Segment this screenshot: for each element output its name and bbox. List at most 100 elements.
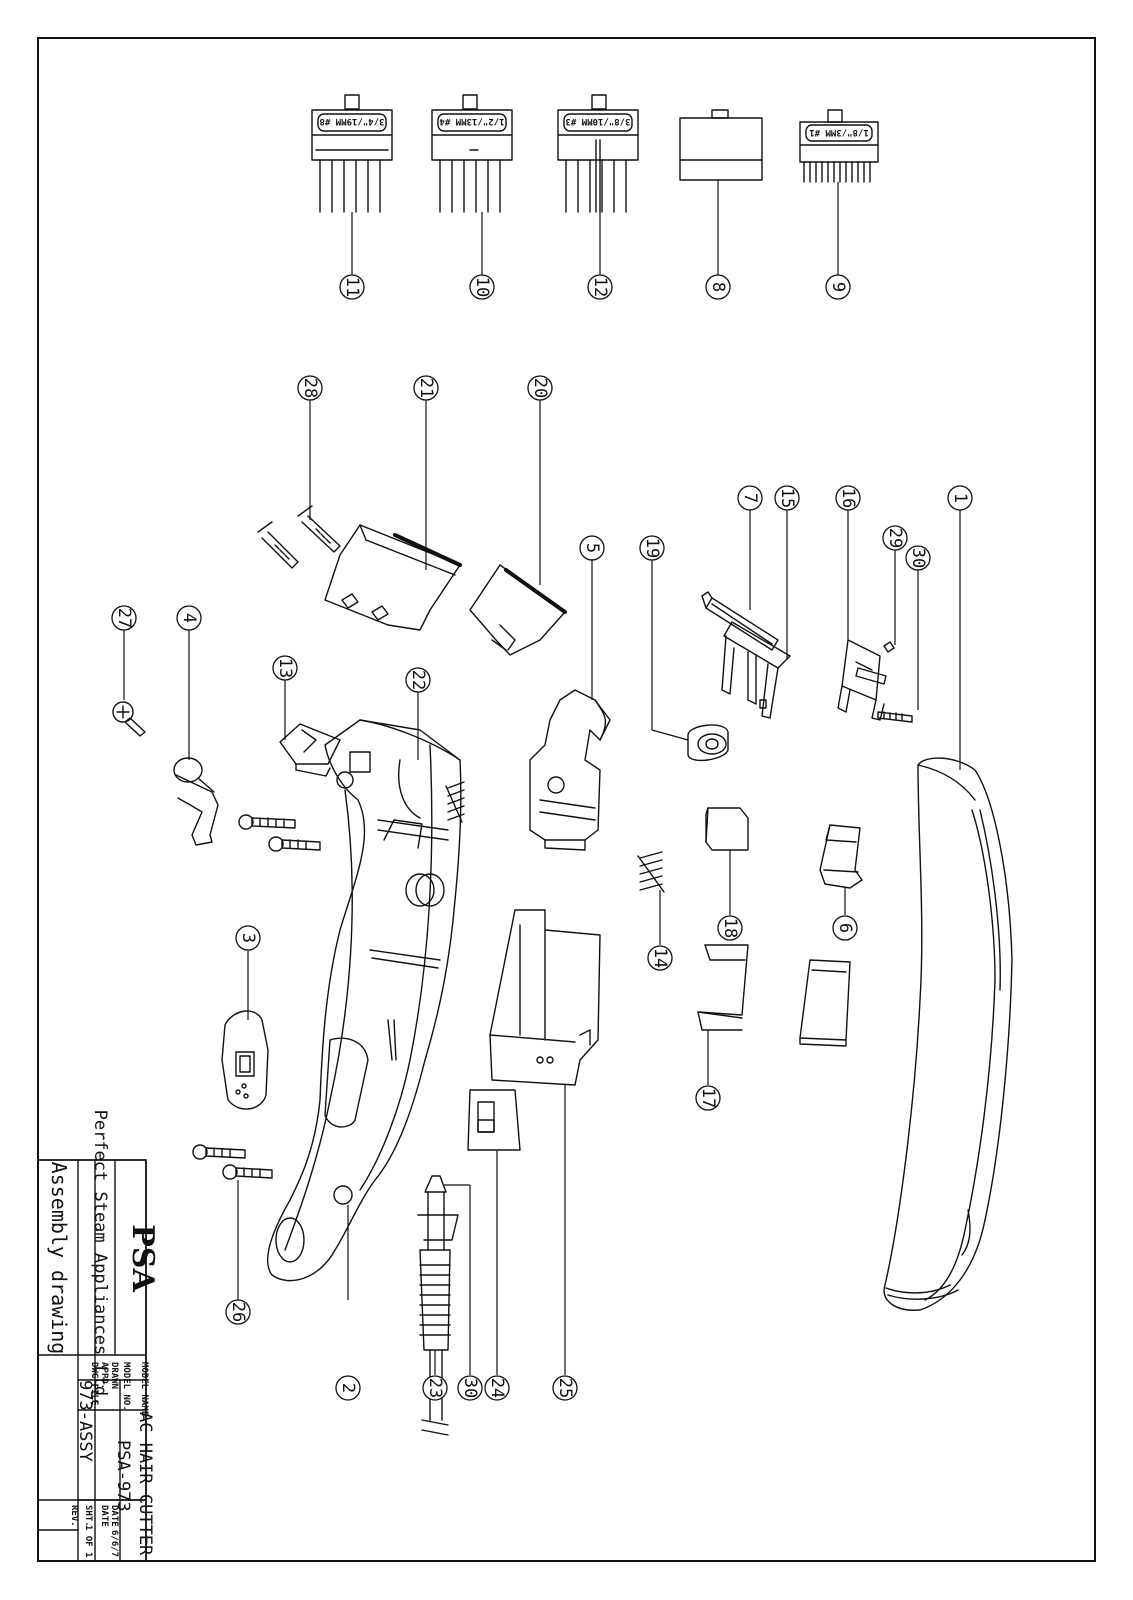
comb-guide-11	[311, 94, 393, 213]
housing-2	[266, 719, 462, 1282]
blade-cover-8	[679, 109, 763, 181]
bracket-17	[697, 944, 749, 1031]
bracket-6	[819, 824, 863, 889]
callout-number: 15	[777, 488, 797, 508]
callout-24: 24	[484, 1375, 510, 1401]
callout-4: 4	[176, 605, 202, 631]
callout-5: 5	[579, 535, 605, 561]
callout-circle	[457, 1375, 483, 1401]
callout-8: 8	[705, 274, 731, 300]
callout-circle	[737, 485, 763, 511]
callout-11: 11	[339, 274, 365, 300]
callout-number: 6	[835, 923, 855, 933]
comb-12-label: 3/8"/10MM #3	[565, 116, 630, 126]
callout-29: 29	[882, 525, 908, 551]
callout-18: 18	[717, 915, 743, 941]
callout-25: 25	[552, 1375, 578, 1401]
model-name-label: MODEL NAME	[139, 1362, 149, 1416]
callout-number: 5	[582, 543, 602, 553]
callout-15: 15	[774, 485, 800, 511]
switch-24	[467, 1089, 521, 1151]
callout-number: 17	[698, 1088, 718, 1108]
callout-number: 28	[300, 378, 320, 398]
callout-number: 27	[114, 608, 134, 628]
callout-number: 20	[530, 378, 550, 398]
callout-13: 13	[272, 655, 298, 681]
callout-28: 28	[297, 375, 323, 401]
drawn-label: DRAWN	[109, 1362, 119, 1389]
drawing-title: Assembly drawing	[47, 1162, 71, 1355]
callout-circle	[695, 1085, 721, 1111]
model-no: PSA-973	[113, 1440, 133, 1512]
dwg-file-label: DWG FILE	[89, 1362, 99, 1405]
callout-circle	[111, 605, 137, 631]
model-name: AC HAIR CUTTER	[135, 1412, 155, 1556]
callout-circle	[717, 915, 743, 941]
switch-cover-3	[221, 1010, 269, 1110]
callout-circle	[527, 375, 553, 401]
date-label-2: DATE	[99, 1505, 109, 1527]
rear-cover-1	[883, 757, 1013, 1311]
callout-number: 8	[708, 282, 728, 292]
callout-circle	[413, 375, 439, 401]
lever-4	[173, 757, 219, 846]
callout-number: 11	[342, 277, 362, 297]
callout-7: 7	[737, 485, 763, 511]
sht-value: 1 OF 1	[83, 1525, 93, 1558]
comb-guide-9	[799, 109, 879, 183]
callout-12: 12	[587, 274, 613, 300]
comb-11-label: 3/4"/19MM #8	[319, 116, 384, 126]
date-label-1: DATE	[109, 1505, 119, 1527]
screws-29-30	[855, 641, 913, 723]
spring-14	[637, 851, 665, 893]
comb-guide-12	[557, 94, 639, 213]
callout-number: 13	[275, 658, 295, 678]
callout-circle	[647, 945, 673, 971]
callout-circle	[835, 485, 861, 511]
callout-number: 7	[740, 493, 760, 503]
callout-circle	[422, 1375, 448, 1401]
callout-number: 24	[487, 1378, 507, 1398]
callout-21: 21	[413, 375, 439, 401]
callout-2: 2	[335, 1375, 361, 1401]
callout-circle	[639, 535, 665, 561]
callout-30a: 30	[905, 545, 931, 571]
appd-label: APPD.	[99, 1362, 109, 1389]
callout-14: 14	[647, 945, 673, 971]
moving-blade-20	[469, 564, 567, 656]
callout-26: 26	[225, 1299, 251, 1325]
callout-circle	[405, 667, 431, 693]
drawing-border	[37, 37, 1096, 1562]
coil-assembly-25	[489, 909, 601, 1086]
callout-circle	[882, 525, 908, 551]
callout-9: 9	[825, 274, 851, 300]
block-18	[705, 807, 749, 851]
callout-27: 27	[111, 605, 137, 631]
callout-circle	[339, 274, 365, 300]
model-no-label: MODEL NO.	[121, 1362, 131, 1411]
comb-guide-10	[431, 94, 513, 213]
dwg-file: 973-ASSY	[75, 1380, 95, 1462]
callout-23: 23	[422, 1375, 448, 1401]
callout-number: 19	[642, 538, 662, 558]
callout-19: 19	[639, 535, 665, 561]
screws-housing	[192, 814, 321, 1180]
callout-number: 10	[472, 277, 492, 297]
callout-30b: 30	[457, 1375, 483, 1401]
callout-circle	[176, 605, 202, 631]
power-cord-23	[417, 1175, 459, 1436]
callout-6: 6	[832, 915, 858, 941]
title-block	[37, 1159, 147, 1562]
plug-13	[279, 723, 341, 777]
date-value-1: 6/6/7	[109, 1530, 119, 1557]
callout-number: 30	[908, 548, 928, 568]
callout-circle	[832, 915, 858, 941]
callout-circle	[705, 274, 731, 300]
callout-number: 9	[828, 282, 848, 292]
callout-circle	[469, 274, 495, 300]
title-block-text: PSA Perfect Steam Appliances Ltd. Assemb…	[47, 1110, 160, 1558]
callout-16: 16	[835, 485, 861, 511]
callout-circle	[947, 485, 973, 511]
